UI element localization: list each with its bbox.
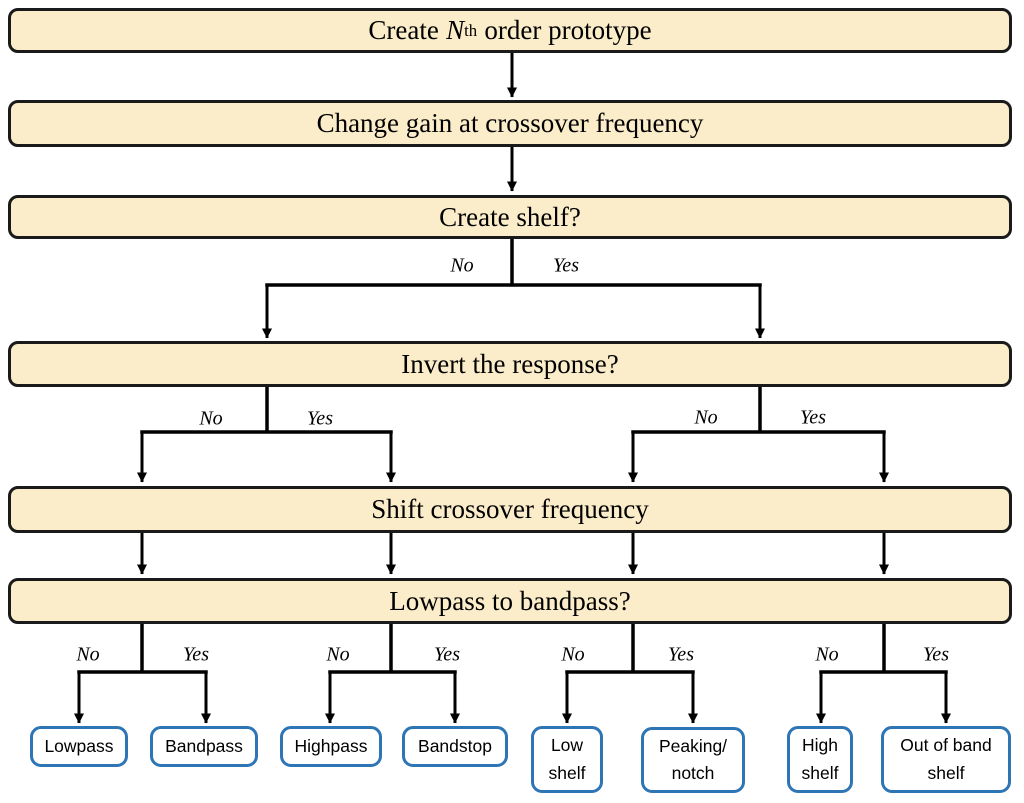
node-label: Lowpass to bandpass? <box>389 585 631 616</box>
node-label: order prototype <box>484 15 652 45</box>
node-create-shelf: Create shelf? <box>8 195 1012 239</box>
terminal-label: Highpass <box>294 735 368 756</box>
branch-label-no: No <box>326 643 350 666</box>
terminal-label: notch <box>671 763 715 783</box>
node-lowpass-to-bandpass: Lowpass to bandpass? <box>8 578 1012 624</box>
branch-label-no: No <box>694 406 718 429</box>
terminal-peaking-notch: Peaking/ notch <box>641 727 745 793</box>
terminal-label: shelf <box>927 762 965 783</box>
branch-label-yes: Yes <box>923 643 949 666</box>
terminal-low-shelf: Low shelf <box>531 726 603 793</box>
node-label: Invert the response? <box>401 348 619 379</box>
branch-label-yes: Yes <box>668 643 694 666</box>
terminal-label: shelf <box>801 762 839 783</box>
branch-label-yes: Yes <box>434 643 460 666</box>
node-label: Create <box>368 15 439 45</box>
node-label: Shift crossover frequency <box>371 494 649 524</box>
branch-label-no: No <box>450 254 474 277</box>
terminal-label: Bandstop <box>418 735 492 756</box>
branch-label-yes: Yes <box>553 254 579 277</box>
terminal-high-shelf: High shelf <box>787 726 853 793</box>
terminal-label: Low <box>550 735 584 756</box>
terminal-out-of-band-shelf: Out of band shelf <box>881 726 1011 793</box>
branch-label-yes: Yes <box>307 407 333 430</box>
node-invert-response: Invert the response? <box>8 341 1012 387</box>
branch-label-no: No <box>199 407 223 430</box>
terminal-lowpass: Lowpass <box>30 726 128 767</box>
branch-label-no: No <box>815 643 839 666</box>
terminal-label: Bandpass <box>165 735 243 756</box>
terminal-label: shelf <box>548 762 586 783</box>
branch-label-yes: Yes <box>800 406 826 429</box>
node-label: Change gain at crossover frequency <box>316 108 704 138</box>
node-shift-crossover: Shift crossover frequency <box>8 486 1012 533</box>
terminal-label: High <box>802 735 838 756</box>
node-label: Create shelf? <box>439 201 581 232</box>
branch-label-no: No <box>561 643 585 666</box>
terminal-bandpass: Bandpass <box>150 726 258 767</box>
terminal-highpass: Highpass <box>280 726 382 767</box>
node-change-gain: Change gain at crossover frequency <box>8 100 1012 147</box>
branch-label-yes: Yes <box>183 643 209 666</box>
terminal-label: Peaking/ <box>658 735 728 756</box>
terminal-bandstop: Bandstop <box>402 726 508 767</box>
node-label-variable: N <box>446 15 465 45</box>
terminal-label: Out of band <box>900 735 992 756</box>
terminal-label: Lowpass <box>44 735 114 756</box>
branch-label-no: No <box>76 643 100 666</box>
